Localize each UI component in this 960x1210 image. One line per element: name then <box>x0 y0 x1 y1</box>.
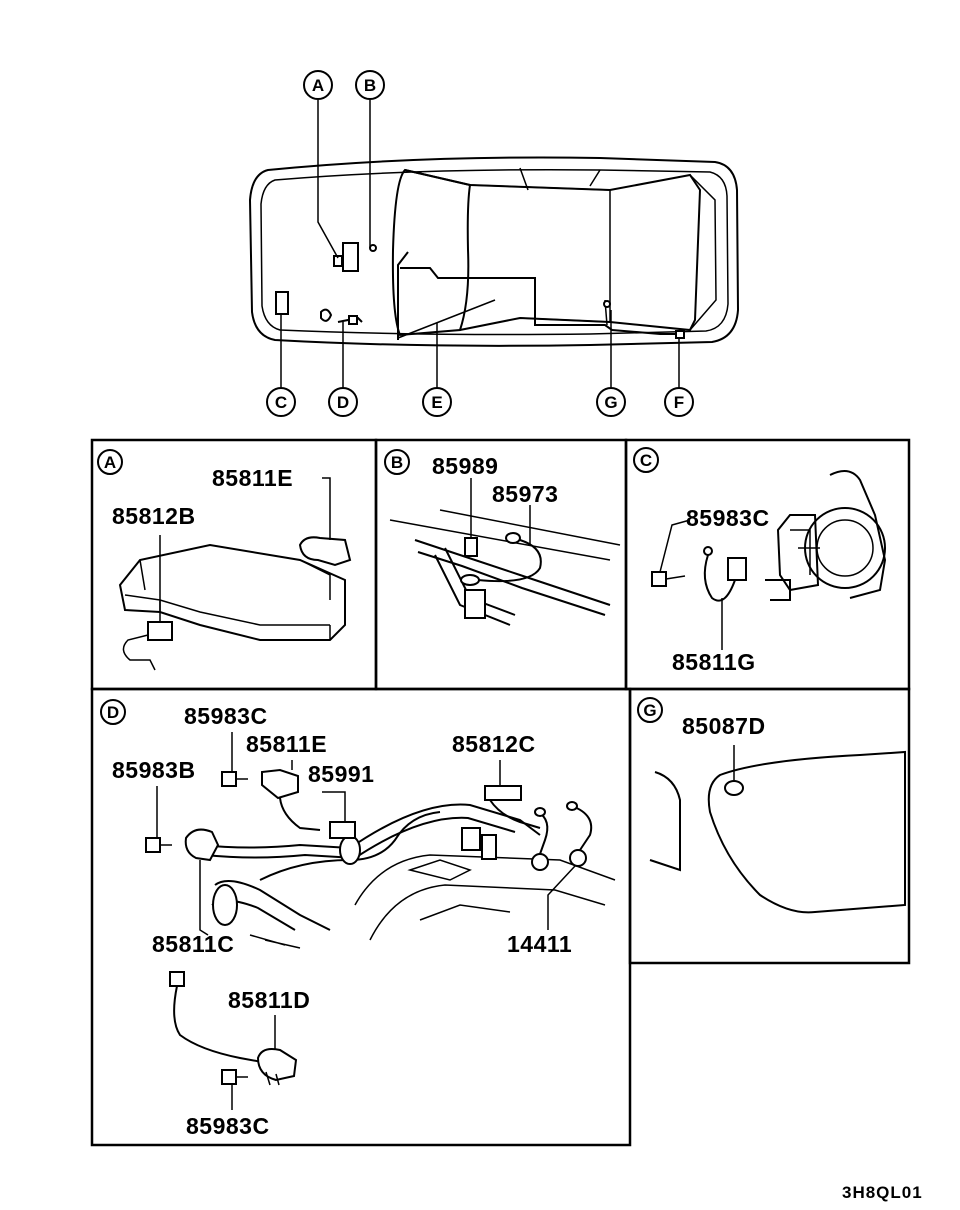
bolt-85983b <box>145 837 161 853</box>
label-85811e-d: 85811E <box>246 731 327 757</box>
label-85811e-a: 85811E <box>212 465 293 491</box>
knock-sensor-14411-b <box>569 849 587 867</box>
car-body-outline <box>248 156 740 347</box>
connector-85812b <box>147 621 173 641</box>
ground-wire-85973 <box>505 532 521 544</box>
callout-e: E <box>422 387 452 417</box>
label-85812b: 85812B <box>112 503 196 529</box>
figure-code: 3H8QL01 <box>842 1183 923 1202</box>
callout-a: A <box>303 70 333 100</box>
connector-f <box>675 330 685 339</box>
panel-c: C 85983C 85811G <box>624 438 911 691</box>
label-85087d: 85087D <box>682 713 766 739</box>
car-cabin <box>391 168 472 337</box>
svg-text:G: G <box>604 393 617 412</box>
bolt-85983c-d2 <box>221 1069 237 1085</box>
connector-end-85811d <box>169 971 185 987</box>
panel-g: G 85087D <box>628 687 911 965</box>
svg-text:E: E <box>431 393 442 412</box>
engine-outline <box>354 854 616 941</box>
svg-text:A: A <box>104 453 116 472</box>
bolt-85983c-d1 <box>221 771 237 787</box>
label-85812c: 85812C <box>452 731 536 757</box>
clip-85991 <box>329 821 356 839</box>
ecu-tray-illustration <box>118 543 346 641</box>
label-85811g: 85811G <box>672 649 756 675</box>
label-85983c-d1: 85983C <box>184 703 268 729</box>
label-85811c: 85811C <box>152 931 234 957</box>
ground-point-b <box>369 244 377 252</box>
car-overview: A B C D E G F <box>248 70 740 417</box>
callout-g: G <box>596 387 626 417</box>
label-85811d: 85811D <box>228 987 310 1013</box>
sensor-85811c <box>184 828 220 862</box>
sensor-85811e-d <box>261 768 299 800</box>
panel-d: D 85983C 85811E 85812C 85983B 85991 8581… <box>90 687 632 1147</box>
callout-b: B <box>355 70 385 100</box>
label-85983b: 85983B <box>112 757 196 783</box>
grommet-85087d <box>724 780 744 796</box>
svg-text:B: B <box>364 76 376 95</box>
knock-sensor-14411-a <box>531 853 549 871</box>
label-85991: 85991 <box>308 761 374 787</box>
label-85983c-d2: 85983C <box>186 1113 270 1139</box>
callout-c: C <box>266 387 296 417</box>
bolt-85989 <box>464 537 478 557</box>
panel-b: B 85989 85973 <box>374 438 628 691</box>
svg-text:C: C <box>275 393 287 412</box>
svg-text:D: D <box>337 393 349 412</box>
callout-d: D <box>328 387 358 417</box>
harness-route <box>397 251 678 340</box>
sensor-g <box>603 300 611 308</box>
svg-text:A: A <box>312 76 324 95</box>
svg-text:C: C <box>640 451 652 470</box>
svg-text:G: G <box>643 701 656 720</box>
connector-85812c <box>484 785 522 801</box>
sensor-85811d <box>256 1048 298 1082</box>
sensor-85811e-a <box>298 536 352 567</box>
harness-b <box>414 539 611 616</box>
svg-text:D: D <box>107 703 119 722</box>
alternator-illustration <box>765 470 887 601</box>
label-85973: 85973 <box>492 481 558 507</box>
callout-f: F <box>664 387 694 417</box>
label-14411: 14411 <box>507 931 572 957</box>
svg-text:B: B <box>391 453 403 472</box>
label-85983c-c: 85983C <box>686 505 770 531</box>
sensor-c <box>275 291 289 315</box>
label-85989: 85989 <box>432 453 498 479</box>
panel-a: A 85811E 85812B <box>90 438 378 691</box>
ecu-box-a <box>342 242 359 272</box>
bolt-85983c-c <box>651 571 667 587</box>
trunk-panel-illustration <box>649 750 906 914</box>
svg-text:F: F <box>674 393 684 412</box>
sensor-85811g <box>727 557 747 581</box>
